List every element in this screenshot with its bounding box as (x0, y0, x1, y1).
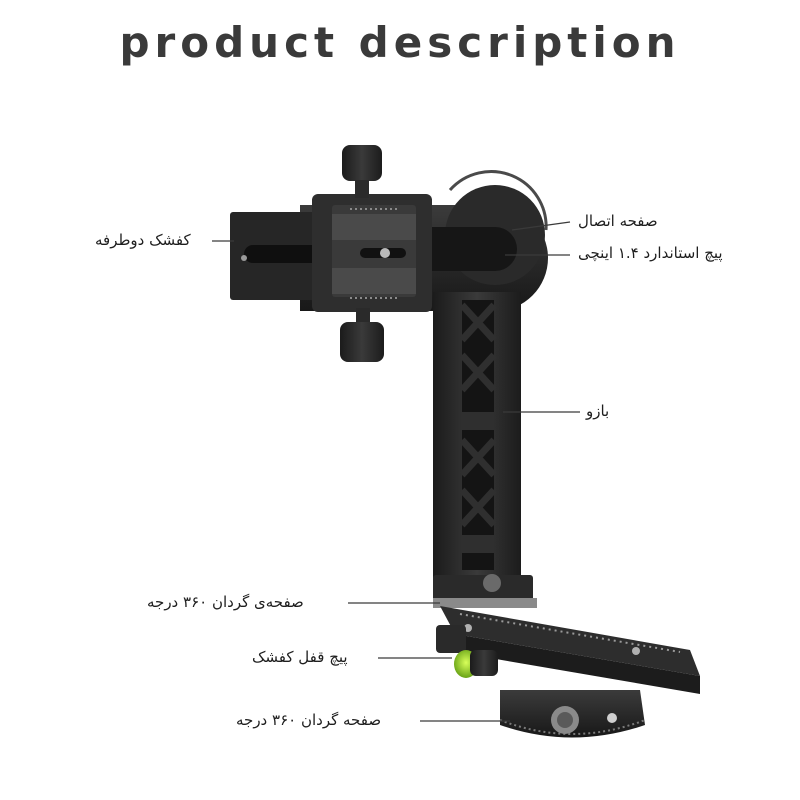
label-rotating-plate-upper: صفحه‌ی گردان ۳۶۰ درجه (147, 593, 304, 611)
bottom-knob-icon (340, 308, 384, 362)
label-connection-plate: صفحه اتصال (578, 212, 658, 230)
upper-rotating-plate (433, 574, 537, 608)
vertical-arm (433, 292, 521, 582)
callout-lines (212, 221, 580, 722)
double-sided-clamp (230, 194, 432, 312)
label-arm: بازو (586, 402, 610, 420)
label-double-sided-clamp: کفشک دوطرفه (95, 231, 191, 249)
clamp-lock-screw-icon (436, 625, 498, 678)
page-title: product description (119, 18, 681, 67)
top-knob-icon (342, 145, 382, 198)
label-standard-screw: پیچ استاندارد ۱.۴ اینچی (578, 244, 723, 262)
lower-rotating-base (499, 690, 646, 738)
label-clamp-lock-screw: پیچ قفل کفشک (252, 648, 348, 666)
label-rotating-plate-lower: صفحه گردان ۳۶۰ درجه (236, 711, 382, 729)
